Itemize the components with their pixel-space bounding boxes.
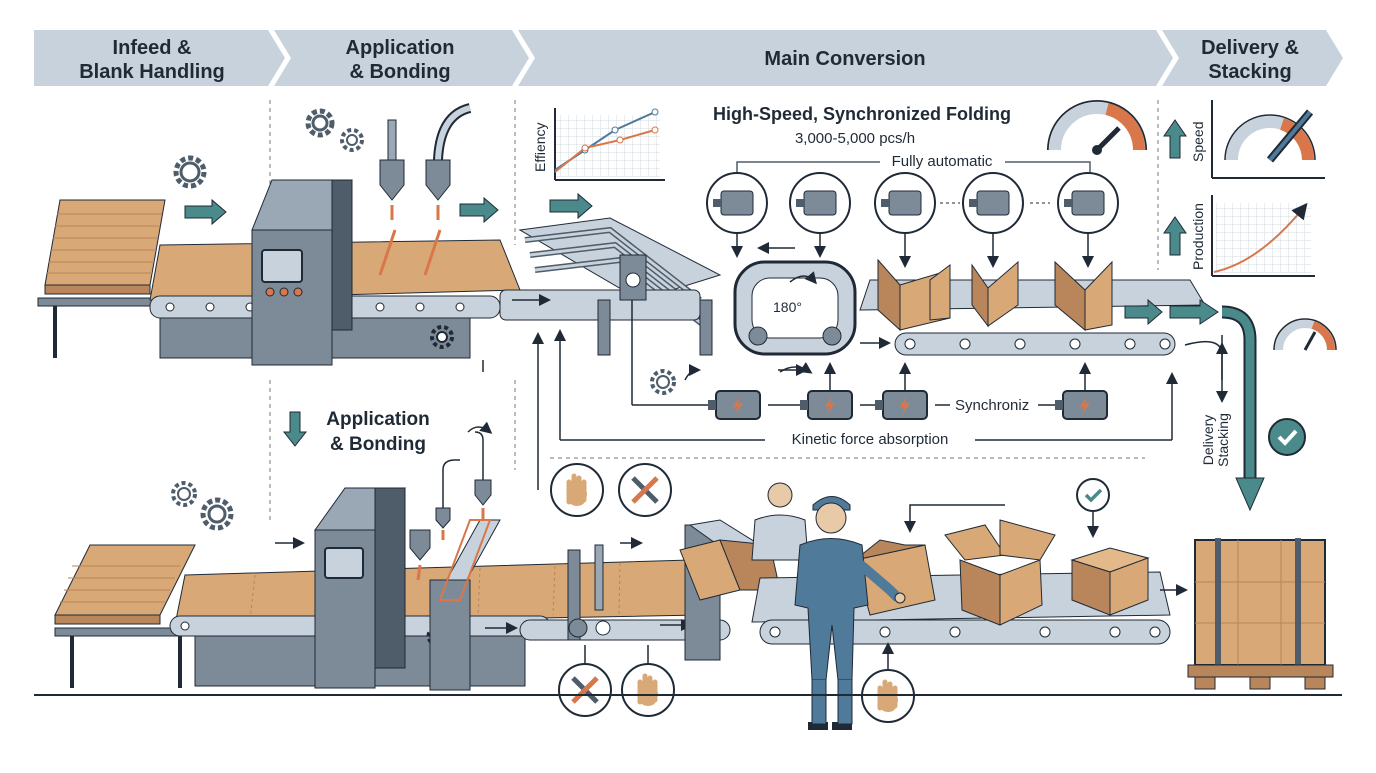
arrow-up-icon [1163, 216, 1187, 256]
arrow-right-icon [1124, 298, 1163, 326]
folding-box [1054, 260, 1113, 332]
stage-conversion-chevron [518, 30, 1173, 86]
motor-icon [1057, 172, 1119, 234]
lower-application-line2: & Bonding [330, 434, 426, 455]
check-icon [1076, 478, 1110, 512]
motor-icon [706, 172, 768, 234]
gear-icon [173, 155, 207, 189]
applicator-frame [429, 519, 501, 691]
folding-conveyor-top [859, 258, 1219, 356]
gear-icon [305, 108, 335, 138]
rotation-label: 180° [773, 299, 802, 315]
motor-icon [789, 172, 851, 234]
stage-header-band: Infeed & Blank Handling Application & Bo… [34, 30, 1343, 86]
speed-chart-ylabel: Speed [1190, 122, 1206, 162]
tools-icon [558, 663, 612, 717]
electric-motor-icon [1055, 390, 1108, 420]
control-screen [324, 547, 364, 579]
folding-rate: 3,000-5,000 pcs/h [795, 130, 915, 147]
stage-infeed-line1: Infeed & [113, 37, 192, 59]
arrow-right-icon [184, 198, 227, 226]
gauge-icon [1224, 109, 1316, 163]
stage-application-line2: & Bonding [349, 61, 450, 83]
open-box [944, 519, 1056, 626]
efficiency-chart-ylabel: Effiency [532, 122, 548, 172]
motor-row-bottom: Synchroniz [631, 300, 1108, 420]
motor-row-top [706, 172, 1119, 268]
stage-delivery-line1: Delivery & [1201, 37, 1299, 59]
electric-motor-icon [708, 390, 761, 420]
check-icon [1268, 418, 1306, 456]
operator-figure [794, 496, 906, 730]
electric-motor-icon [875, 390, 928, 420]
folding-box [877, 258, 951, 332]
glue-nozzle-icon [423, 103, 472, 276]
closed-box [1070, 547, 1150, 616]
gauge-icon [1273, 318, 1337, 351]
arrow-down-icon [282, 411, 308, 447]
speed-chart: Speed [1163, 100, 1325, 179]
stage-conversion-label: Main Conversion [764, 48, 925, 70]
stage-application-line1: Application [346, 37, 455, 59]
rotator-belt: 180° [733, 260, 857, 374]
electric-motor-icon [800, 390, 853, 420]
motor-icon [874, 172, 936, 234]
efficiency-chart: Effiency [532, 108, 665, 181]
stage-delivery-chevron [1162, 30, 1343, 86]
production-chart: Production [1163, 195, 1315, 277]
folding-box [971, 260, 1019, 328]
sync-label: Synchroniz [955, 397, 1029, 414]
rotate-icon [789, 271, 817, 285]
arrow-right-icon [459, 196, 499, 224]
kinetic-label: Kinetic force absorption [792, 431, 949, 448]
control-cabinet-bottom [314, 487, 448, 689]
stage-delivery-line2: Stacking [1208, 61, 1291, 83]
tools-icon [618, 463, 672, 517]
arrow-right-icon [549, 192, 593, 220]
gear-icon [340, 128, 364, 152]
gear-icon [171, 481, 197, 507]
glue-nozzle-icon [409, 459, 460, 581]
motor-icon [962, 172, 1024, 234]
control-cabinet-top [251, 179, 353, 366]
palletized-stack [1187, 538, 1334, 690]
stage-infeed-chevron [34, 30, 285, 86]
lower-application-line1: Application [326, 409, 429, 430]
delivery-down-arrow [1221, 305, 1265, 512]
gauge-icon [1046, 100, 1148, 155]
infeed-blank-stack-bottom [54, 544, 196, 688]
rotate-icon [467, 421, 493, 434]
glue-nozzle-icon [467, 360, 493, 520]
hand-stop-icon [621, 663, 675, 717]
production-chart-ylabel: Production [1190, 203, 1206, 270]
folding-title: High-Speed, Synchronized Folding [713, 104, 1011, 124]
kinetic-feedback-lines [532, 329, 1172, 490]
gear-icon [200, 497, 234, 531]
folder-gluer-section [499, 192, 722, 356]
stage-infeed-line2: Blank Handling [79, 61, 225, 83]
glue-nozzle-icon [378, 119, 405, 276]
arrow-right-icon [1169, 299, 1219, 325]
hand-stop-icon [550, 463, 604, 517]
folding-mode-label: Fully automatic [892, 153, 993, 170]
gear-icon [430, 325, 454, 349]
safety-connectors [584, 642, 894, 670]
delivery-label-line2: Stacking [1215, 413, 1231, 467]
arrow-up-icon [1163, 119, 1187, 159]
delivery-label-line1: Delivery [1200, 415, 1216, 466]
control-screen [261, 249, 303, 283]
gear-icon [650, 369, 676, 395]
stage-application-chevron [274, 30, 529, 86]
